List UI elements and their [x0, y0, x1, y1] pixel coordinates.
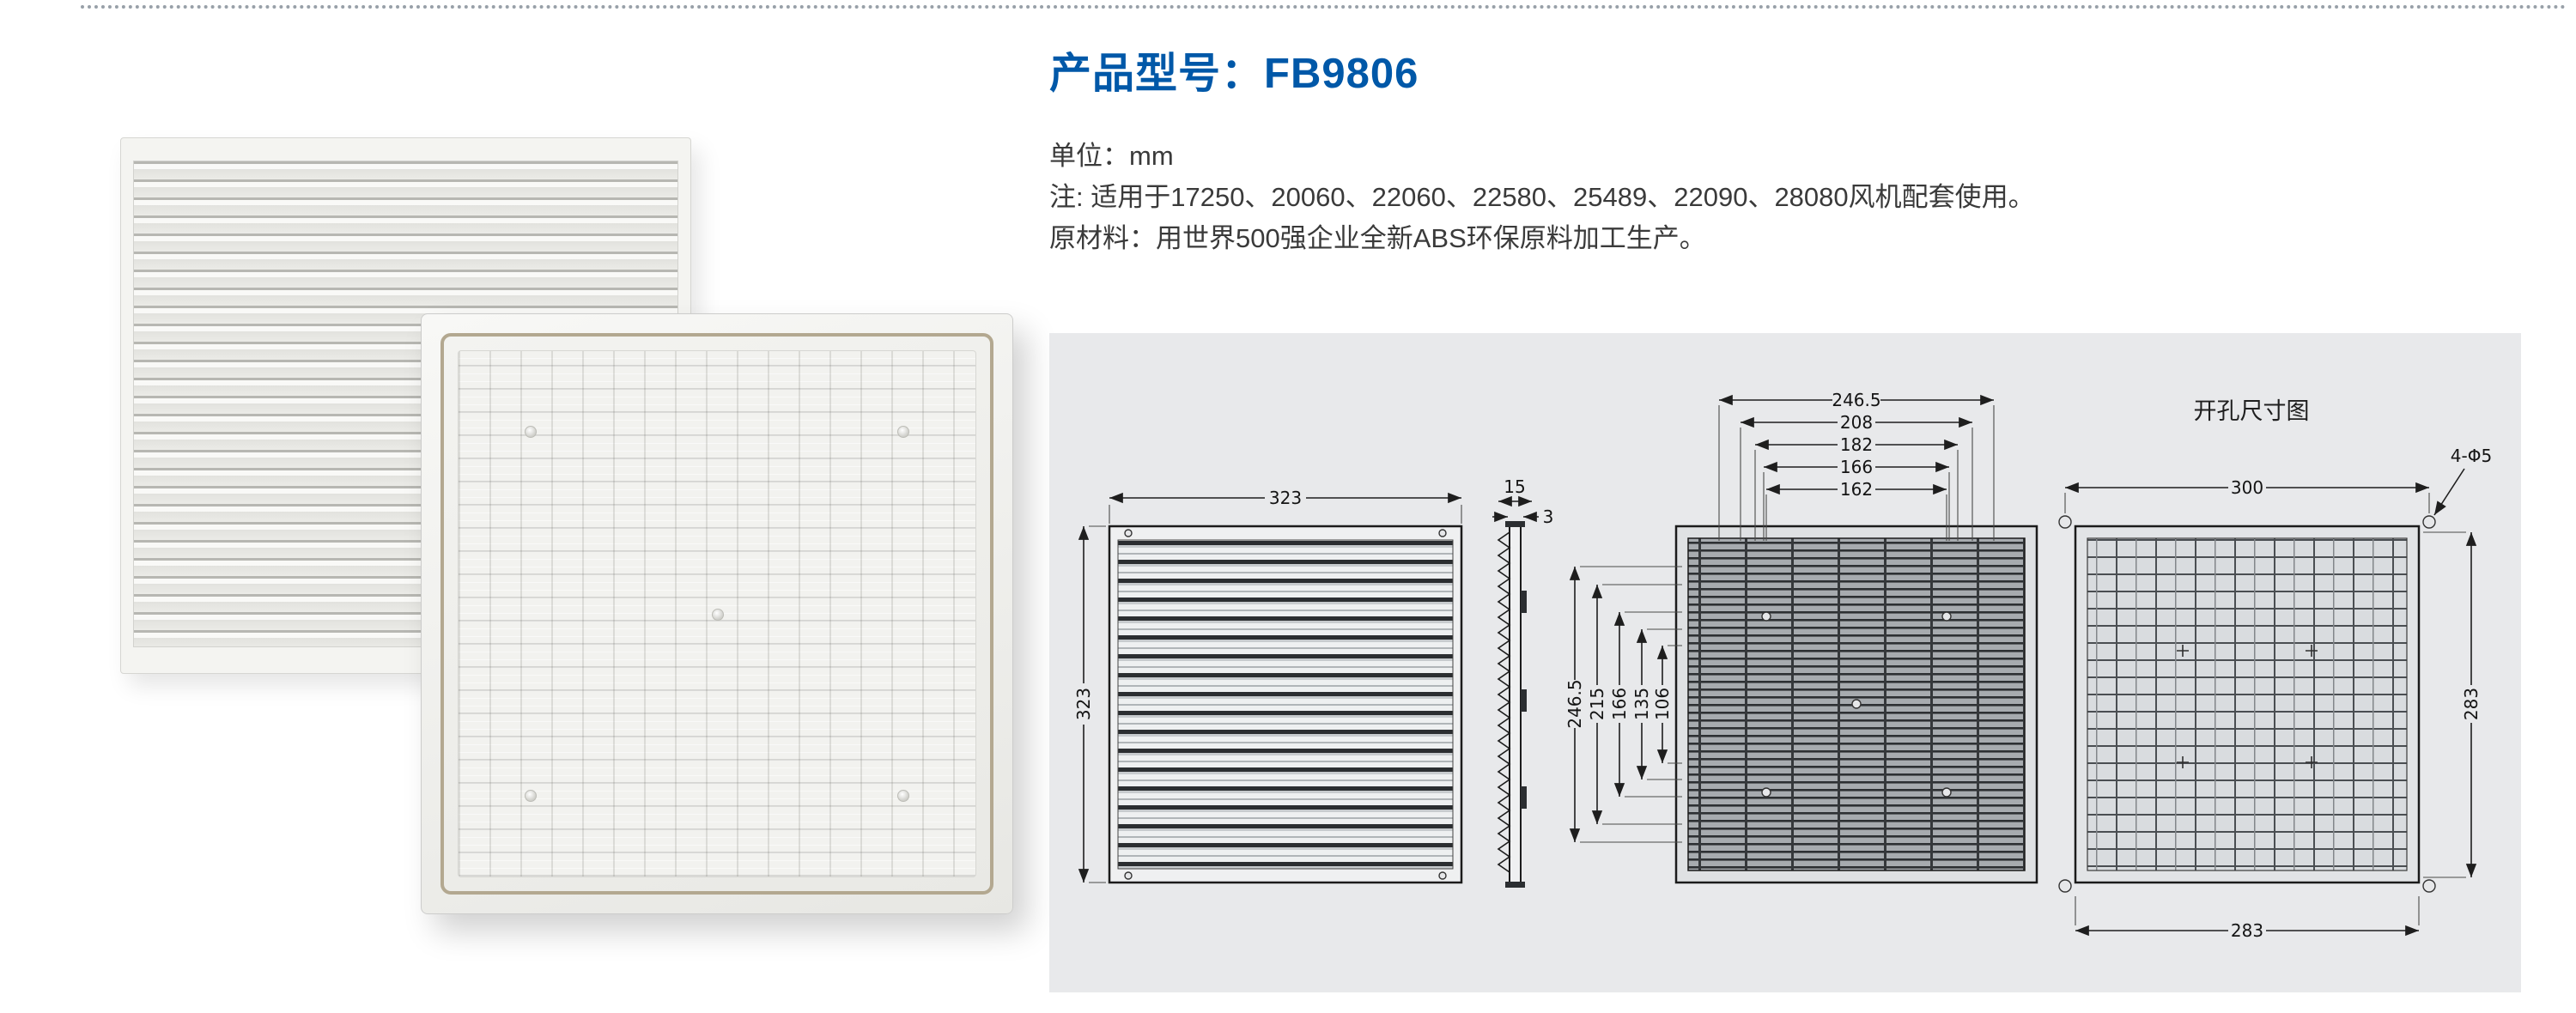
rear-top-dim-5: 162	[1840, 479, 1873, 500]
side-depth-dim: 15	[1504, 476, 1525, 497]
product-specs: 单位：mm 注: 适用于17250、20060、22060、22580、2548…	[1049, 136, 2035, 259]
corner-hole	[2422, 515, 2436, 529]
filter-media-zigzag	[1497, 531, 1511, 873]
page-title: 产品型号：FB9806	[1049, 39, 1419, 100]
rear-left-dim-1: 246.5	[1564, 679, 1585, 728]
material-line: 原材料：用世界500强企业全新ABS环保原料加工生产。	[1049, 223, 1706, 253]
cutout-grid	[2087, 537, 2408, 871]
cutout-bottom-dim: 283	[2231, 920, 2263, 941]
rear-left-dim-5: 106	[1652, 688, 1673, 720]
cutout-top-dim: 300	[2231, 477, 2263, 498]
front-left-dim: 323	[1073, 688, 1094, 720]
corner-hole	[2058, 515, 2072, 529]
side-view-drawing: 15 3	[1492, 476, 1553, 888]
rear-top-dim-4: 166	[1840, 457, 1873, 477]
clip	[1521, 689, 1527, 712]
front-view-drawing: 323 323	[1073, 488, 1463, 884]
product-model-label: 产品型号：	[1049, 51, 1265, 97]
rear-top-dim-2: 208	[1840, 412, 1873, 433]
rear-left-dim-4: 135	[1631, 688, 1652, 720]
screw-boss	[525, 790, 537, 802]
screw-boss	[897, 426, 909, 438]
rear-top-dim-3: 182	[1840, 434, 1873, 455]
rear-top-dim-1: 246.5	[1832, 390, 1880, 410]
dimension-drawing-svg: 323 323 15	[1073, 390, 2492, 941]
front-view-louvers	[1117, 539, 1454, 870]
rear-left-dim-2: 215	[1587, 688, 1607, 720]
end-cap	[1505, 521, 1525, 527]
cutout-right-dim: 283	[2461, 688, 2482, 720]
unit-line: 单位：mm	[1049, 141, 1174, 171]
cutout-holes-label: 4-Φ5	[2451, 446, 2492, 466]
screw-boss	[897, 790, 909, 802]
side-lip-dim: 3	[1543, 506, 1554, 527]
note-line: 注: 适用于17250、20060、22060、22580、25489、2209…	[1049, 182, 2035, 212]
clip	[1521, 786, 1527, 809]
technical-drawings-panel: 323 323 15	[1049, 333, 2521, 992]
rear-left-dim-3: 166	[1609, 688, 1630, 720]
cutout-view-drawing: 开孔尺寸图 300 4-Φ5	[2058, 398, 2492, 941]
end-cap	[1505, 882, 1525, 888]
screw-boss	[525, 426, 537, 438]
corner-hole	[2422, 879, 2436, 893]
product-photo-area	[120, 129, 1030, 931]
rear-view-drawing: 246.5 208 182 166 16	[1564, 390, 2038, 884]
rear-filter-photo	[421, 313, 1013, 914]
front-top-dim: 323	[1269, 488, 1302, 508]
clip	[1521, 591, 1527, 613]
product-model-value: FB9806	[1264, 51, 1419, 97]
cutout-title: 开孔尺寸图	[2194, 398, 2310, 424]
corner-hole	[2058, 879, 2072, 893]
top-dotted-divider	[81, 5, 2567, 9]
screw-boss	[712, 609, 724, 621]
side-view-frame	[1509, 525, 1522, 883]
